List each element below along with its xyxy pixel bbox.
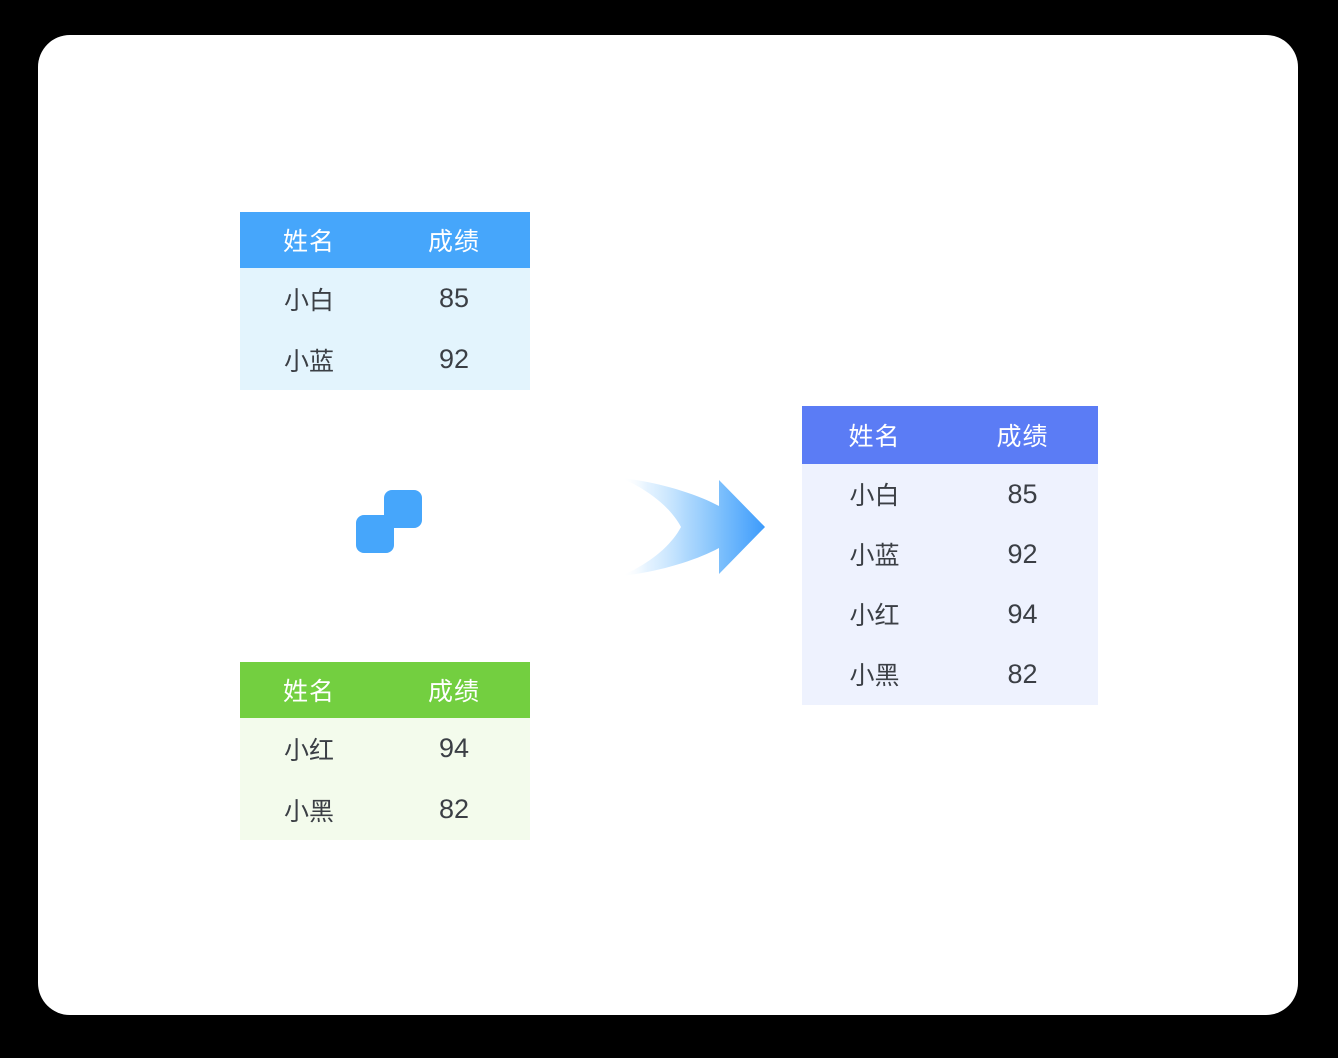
- table-header-row: 姓名 成绩: [240, 212, 530, 268]
- cell-score: 92: [1007, 538, 1038, 569]
- table-row: 小蓝 92: [240, 329, 530, 390]
- column-header-score: 成绩: [996, 423, 1049, 451]
- merge-icon-square-bottom: [356, 515, 394, 553]
- result-table: 姓名 成绩 小白 85 小蓝 92 小红 94 小黑 82: [802, 406, 1098, 705]
- cell-score: 94: [1007, 598, 1038, 629]
- column-header-score: 成绩: [427, 228, 480, 256]
- cell-score: 82: [1007, 658, 1038, 689]
- table-row: 小黑 82: [240, 779, 530, 840]
- source-table-a: 姓名 成绩 小白 85 小蓝 92: [240, 212, 530, 390]
- table-header-row: 姓名 成绩: [802, 406, 1098, 464]
- cell-name: 小黑: [283, 797, 334, 826]
- table-body: 小红 94 小黑 82: [240, 718, 530, 840]
- cell-name: 小蓝: [283, 347, 334, 376]
- column-header-name: 姓名: [848, 423, 901, 451]
- flow-arrow: [619, 472, 769, 582]
- table-body: 小白 85 小蓝 92 小红 94 小黑 82: [802, 464, 1098, 705]
- table-row: 小白 85: [802, 464, 1098, 524]
- merge-icon: [356, 490, 422, 556]
- column-header-name: 姓名: [282, 228, 335, 256]
- cell-score: 85: [438, 283, 470, 313]
- table-row: 小黑 82: [802, 644, 1098, 704]
- cell-score: 82: [438, 794, 470, 824]
- cell-score: 92: [438, 344, 470, 374]
- cell-name: 小黑: [849, 662, 900, 690]
- cell-name: 小白: [849, 482, 900, 510]
- arrow-shape: [621, 478, 765, 576]
- source-table-b: 姓名 成绩 小红 94 小黑 82: [240, 662, 530, 840]
- cell-score: 85: [1007, 478, 1038, 509]
- cell-name: 小白: [283, 286, 334, 315]
- table-header-row: 姓名 成绩: [240, 662, 530, 718]
- cell-score: 94: [438, 733, 470, 763]
- table-row: 小蓝 92: [802, 524, 1098, 584]
- column-header-name: 姓名: [282, 678, 335, 706]
- table-row: 小红 94: [240, 718, 530, 779]
- column-header-score: 成绩: [427, 678, 480, 706]
- cell-name: 小红: [283, 736, 334, 765]
- content-card: 姓名 成绩 小白 85 小蓝 92: [38, 35, 1298, 1015]
- table-row: 小红 94: [802, 584, 1098, 644]
- table-row: 小白 85: [240, 268, 530, 329]
- table-body: 小白 85 小蓝 92: [240, 268, 530, 390]
- cell-name: 小红: [849, 602, 900, 630]
- cell-name: 小蓝: [849, 542, 900, 570]
